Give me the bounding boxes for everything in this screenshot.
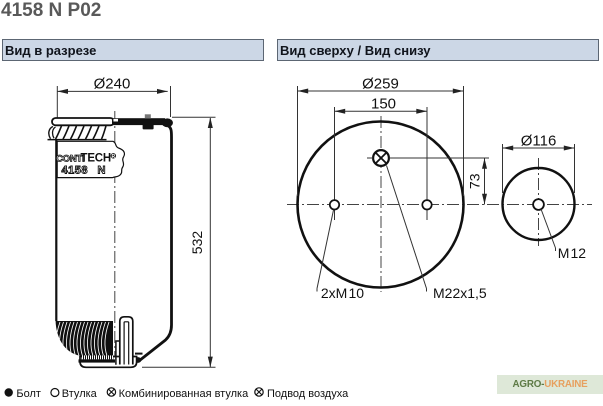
- svg-text:CONTI: CONTI: [56, 153, 85, 164]
- svg-text:150: 150: [371, 96, 396, 113]
- svg-text:Ø259: Ø259: [362, 75, 399, 92]
- svg-text:73: 73: [467, 173, 483, 189]
- svg-text:2xM 10: 2xM 10: [321, 285, 364, 301]
- svg-text:N: N: [98, 164, 106, 176]
- svg-text:R: R: [111, 154, 115, 160]
- svg-text:M22x1,5: M22x1,5: [433, 285, 487, 301]
- svg-text:4158: 4158: [62, 164, 88, 176]
- svg-text:TECH: TECH: [81, 152, 112, 164]
- svg-text:532: 532: [189, 231, 205, 255]
- svg-text:M 12: M 12: [558, 245, 587, 261]
- svg-text:Ø240: Ø240: [94, 75, 131, 92]
- svg-text:Ø116: Ø116: [521, 132, 557, 149]
